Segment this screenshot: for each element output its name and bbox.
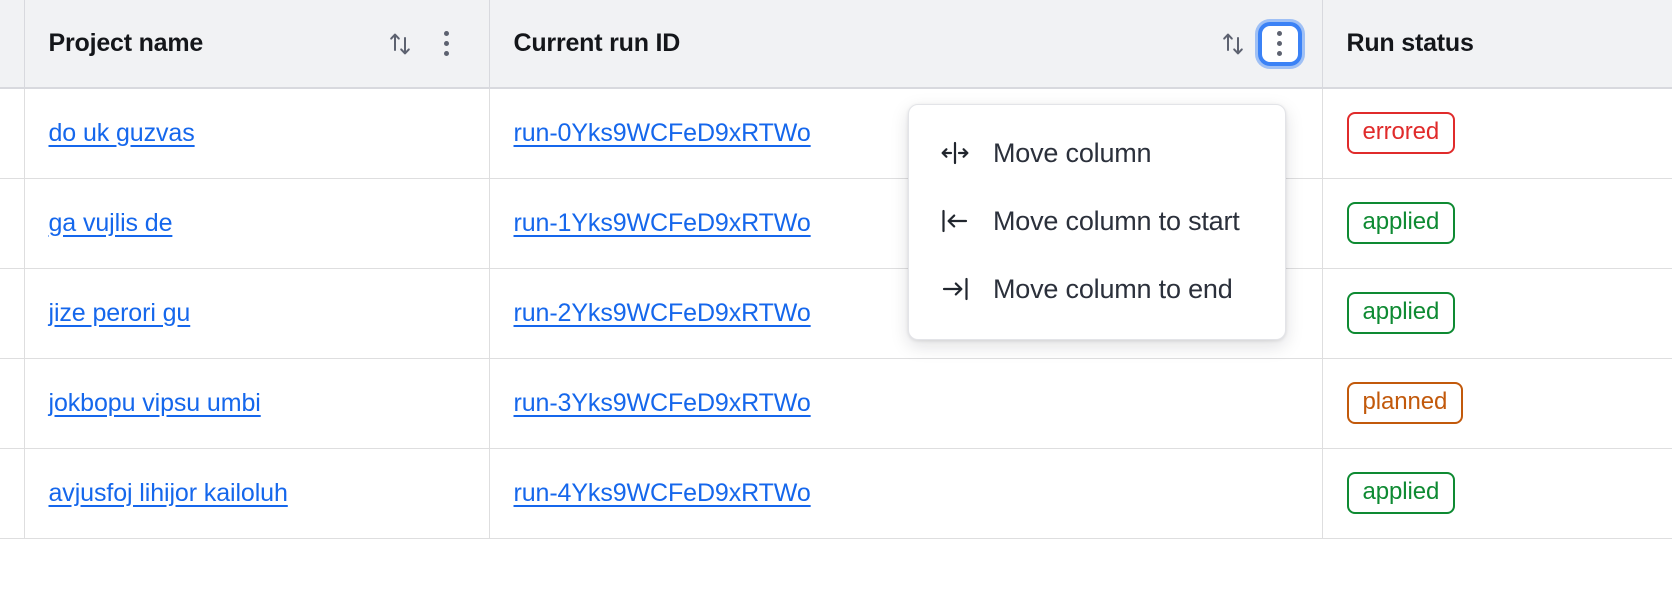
menu-item-label: Move column to start bbox=[993, 205, 1240, 236]
column-header-run-status[interactable]: Run status bbox=[1322, 0, 1672, 89]
run-id-link[interactable]: run-1Yks9WCFeD9xRTWo bbox=[513, 208, 811, 237]
table-row: jokbopu vipsu umbi run-3Yks9WCFeD9xRTWo … bbox=[0, 358, 1672, 449]
cell-run-status: errored bbox=[1322, 88, 1672, 179]
table-row: jize perori gu run-2Yks9WCFeD9xRTWo appl… bbox=[0, 268, 1672, 359]
status-badge: errored bbox=[1346, 112, 1456, 155]
project-name-link[interactable]: ga vujlis de bbox=[48, 208, 173, 237]
status-badge: applied bbox=[1346, 202, 1456, 244]
row-select-cell bbox=[0, 88, 25, 179]
move-column-icon bbox=[939, 137, 971, 169]
cell-project-name: do uk guzvas bbox=[24, 88, 490, 179]
cell-run-status: applied bbox=[1322, 268, 1672, 359]
project-name-link[interactable]: do uk guzvas bbox=[48, 118, 195, 147]
status-badge: applied bbox=[1346, 292, 1456, 334]
cell-run-status: applied bbox=[1322, 448, 1672, 539]
row-select-cell bbox=[0, 268, 25, 359]
sort-updown-icon-project-name[interactable] bbox=[385, 27, 415, 61]
sort-updown-icon-current-run-id[interactable] bbox=[1218, 27, 1248, 61]
menu-item-move-column-to-end[interactable]: Move column to end bbox=[909, 255, 1285, 323]
cell-project-name: ga vujlis de bbox=[24, 178, 490, 269]
run-id-link[interactable]: run-3Yks9WCFeD9xRTWo bbox=[513, 388, 811, 417]
row-select-cell bbox=[0, 448, 25, 539]
run-id-link[interactable]: run-0Yks9WCFeD9xRTWo bbox=[513, 118, 811, 147]
project-name-link[interactable]: jize perori gu bbox=[48, 298, 191, 327]
cell-run-status: planned bbox=[1322, 358, 1672, 449]
column-header-label-run-status: Run status bbox=[1346, 29, 1474, 57]
menu-item-move-column-to-start[interactable]: Move column to start bbox=[909, 187, 1285, 255]
status-badge: planned bbox=[1346, 382, 1464, 424]
table-header: Project name bbox=[0, 0, 1672, 89]
cell-project-name: jize perori gu bbox=[24, 268, 490, 359]
row-select-header bbox=[0, 0, 25, 89]
menu-item-label: Move column to end bbox=[993, 273, 1233, 304]
cell-project-name: jokbopu vipsu umbi bbox=[24, 358, 490, 449]
projects-table: Project name bbox=[0, 0, 1672, 539]
run-id-link[interactable]: run-4Yks9WCFeD9xRTWo bbox=[513, 478, 811, 507]
kebab-icon-current-run-id bbox=[1277, 29, 1282, 59]
project-name-link[interactable]: avjusfoj lihijor kailoluh bbox=[48, 478, 288, 507]
table-row: avjusfoj lihijor kailoluh run-4Yks9WCFeD… bbox=[0, 448, 1672, 539]
move-column-to-end-icon bbox=[939, 273, 971, 305]
cell-run-status: applied bbox=[1322, 178, 1672, 269]
cell-run-id: run-4Yks9WCFeD9xRTWo bbox=[489, 448, 1323, 539]
project-name-link[interactable]: jokbopu vipsu umbi bbox=[48, 388, 261, 417]
cell-project-name: avjusfoj lihijor kailoluh bbox=[24, 448, 490, 539]
kebab-icon-project-name bbox=[444, 29, 449, 59]
menu-item-move-column[interactable]: Move column bbox=[909, 119, 1285, 187]
menu-item-label: Move column bbox=[993, 137, 1152, 168]
move-column-to-start-icon bbox=[939, 205, 971, 237]
table-header-row: Project name bbox=[0, 0, 1672, 89]
row-select-cell bbox=[0, 178, 25, 269]
run-id-link[interactable]: run-2Yks9WCFeD9xRTWo bbox=[513, 298, 811, 327]
column-header-project-name[interactable]: Project name bbox=[24, 0, 490, 89]
table-row: do uk guzvas run-0Yks9WCFeD9xRTWo errore… bbox=[0, 88, 1672, 179]
column-context-menu: Move column Move column to start Move co… bbox=[908, 104, 1286, 340]
table-row: ga vujlis de run-1Yks9WCFeD9xRTWo applie… bbox=[0, 178, 1672, 269]
column-header-label-current-run-id: Current run ID bbox=[513, 29, 681, 57]
status-badge: applied bbox=[1346, 472, 1456, 514]
cell-run-id: run-3Yks9WCFeD9xRTWo bbox=[489, 358, 1323, 449]
row-select-cell bbox=[0, 358, 25, 449]
table-body: do uk guzvas run-0Yks9WCFeD9xRTWo errore… bbox=[0, 88, 1672, 539]
column-menu-button-project-name[interactable] bbox=[429, 26, 465, 62]
column-header-label-project-name: Project name bbox=[48, 29, 204, 57]
column-menu-button-current-run-id[interactable] bbox=[1261, 25, 1298, 62]
column-header-current-run-id[interactable]: Current run ID bbox=[489, 0, 1323, 89]
